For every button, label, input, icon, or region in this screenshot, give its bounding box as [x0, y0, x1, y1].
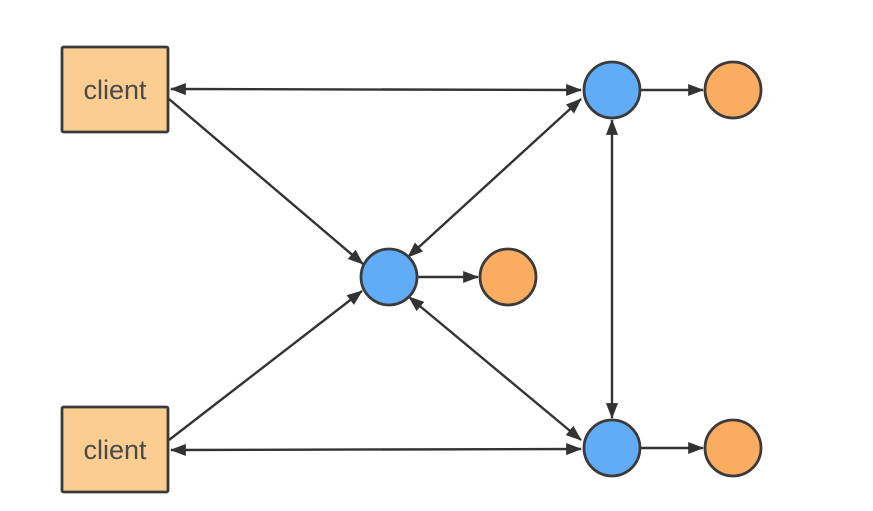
edge-server-middle--server-bottom-right — [408, 296, 582, 441]
store-shape — [703, 60, 763, 120]
node-store-top-right — [703, 60, 763, 120]
server-shape — [582, 418, 642, 478]
node-store-bottom-right — [703, 418, 763, 478]
edge-server-middle--server-top-right — [407, 98, 582, 258]
client-shape — [60, 405, 170, 494]
node-store-middle — [478, 247, 538, 307]
node-server-bottom-right — [582, 418, 642, 478]
server-shape — [359, 247, 419, 307]
nodes-layer: client client — [60, 45, 763, 494]
node-server-middle — [359, 247, 419, 307]
node-label-client-bottom: client — [83, 435, 147, 465]
edge-client-bottom--server-bottom-right — [170, 443, 582, 456]
store-shape — [703, 418, 763, 478]
store-shape — [478, 247, 538, 307]
node-client-top: client — [60, 45, 170, 134]
client-shape — [60, 45, 170, 134]
edge-client-top--server-top-right — [170, 83, 582, 96]
edge-client-top--server-middle — [168, 98, 364, 265]
node-label-client-top: client — [83, 75, 147, 105]
node-client-bottom: client — [60, 405, 170, 494]
server-shape — [582, 60, 642, 120]
node-server-top-right — [582, 60, 642, 120]
edge-client-bottom--server-middle — [168, 290, 363, 441]
edges-layer — [168, 83, 704, 456]
